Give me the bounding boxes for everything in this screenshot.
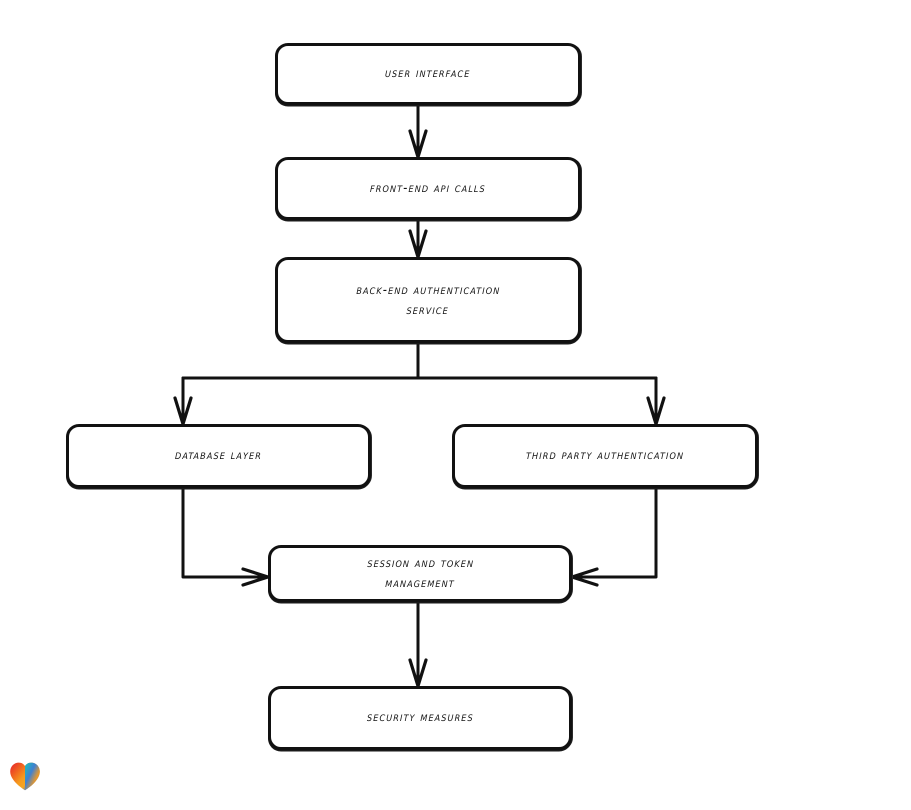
node-session-and-token-management-label: Session and Token Management <box>366 556 475 591</box>
node-backend-authentication-service[interactable]: Back-End Authentication Service <box>275 257 581 343</box>
node-database-layer-label: Database Layer <box>174 448 263 464</box>
arrowhead-session-right <box>570 567 599 587</box>
node-security-measures-label: Security Measures <box>366 710 474 726</box>
node-third-party-authentication[interactable]: Third Party Authentication <box>452 424 758 488</box>
edge-database-layer-to-session <box>181 486 269 579</box>
node-database-layer[interactable]: Database Layer <box>66 424 371 488</box>
node-user-interface[interactable]: User Interface <box>275 43 581 105</box>
node-third-party-authentication-label: Third Party Authentication <box>525 448 685 464</box>
node-security-measures[interactable]: Security Measures <box>268 686 572 750</box>
heart-logo-icon <box>10 762 40 791</box>
node-backend-authentication-service-label: Back-End Authentication Service <box>356 282 501 318</box>
node-frontend-api-calls-label: Front-End API Calls <box>369 180 487 196</box>
node-user-interface-label: User Interface <box>384 66 472 82</box>
node-frontend-api-calls[interactable]: Front-End API Calls <box>275 157 581 220</box>
edge-third-party-auth-to-session <box>571 486 658 579</box>
node-session-and-token-management[interactable]: Session and Token Management <box>268 545 572 602</box>
